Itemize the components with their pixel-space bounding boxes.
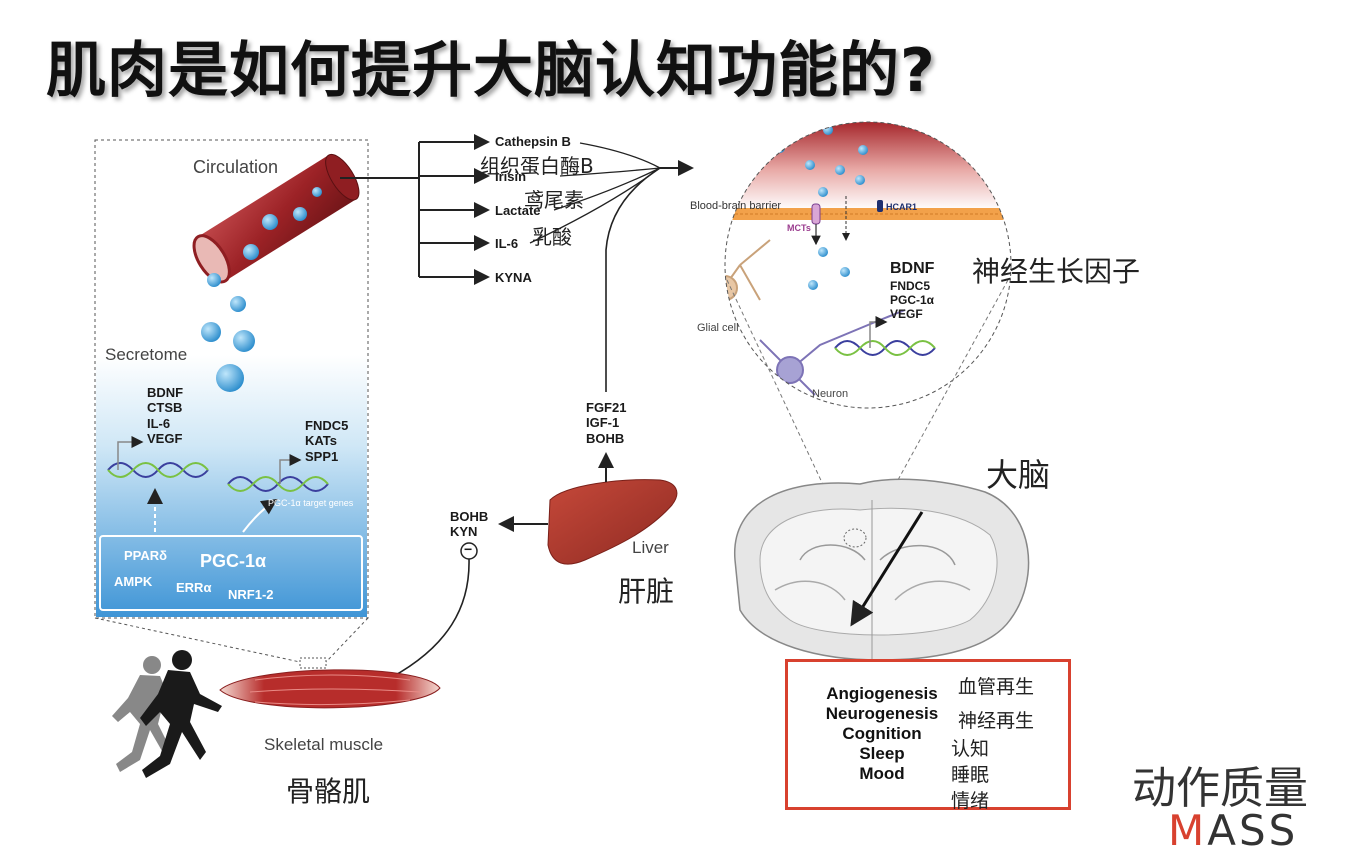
ampk-label: AMPK (114, 574, 153, 589)
gene-label: VEGF (147, 430, 183, 446)
gene-label: KATs (305, 433, 338, 449)
nrf-label: NRF1-2 (228, 587, 274, 602)
skeletal-muscle-cn: 骨骼肌 (286, 775, 371, 808)
outcome-cn-0: 血管再生 (958, 676, 1035, 698)
factor-irisin: Irisin (495, 169, 527, 184)
neurotrophic-factor-label: PGC-1α (890, 293, 935, 308)
regulation-arrow-solid (242, 498, 278, 533)
outcome-en: Cognition (842, 724, 922, 744)
bbb-label: Blood-brain barrier (690, 200, 782, 212)
factor-kyna: KYNA (495, 270, 532, 285)
liver-factor-label: IGF-1 (586, 415, 620, 431)
skeletal-muscle-illustration (219, 669, 441, 709)
outcome-cn-3: 睡眠 (951, 764, 990, 786)
factor-irisin-cn: 鸢尾素 (524, 188, 584, 212)
runners-icon (112, 650, 222, 778)
factor-il6: IL-6 (495, 236, 519, 251)
gene-label: CTSB (147, 400, 183, 416)
dna-helix-right (227, 454, 329, 492)
mass-logo: MASS (1168, 806, 1298, 855)
outcome-en: Neurogenesis (825, 704, 939, 724)
dna-helix-left (107, 436, 209, 478)
gene-label: FNDC5 (305, 418, 349, 433)
outcome-en: Mood (859, 764, 905, 784)
secretome-panel (94, 139, 369, 669)
outcomes-en-list: Angiogenesis Neurogenesis Cognition Slee… (812, 684, 952, 784)
logo-m: M (1168, 806, 1208, 855)
liver-factor-label: KYN (450, 524, 478, 540)
outcome-cn-2: 认知 (951, 738, 990, 760)
outcome-en: Sleep (859, 744, 905, 764)
factor-arrows (340, 134, 490, 285)
blood-vessel (192, 153, 360, 284)
logo-rest: ASS (1207, 806, 1299, 855)
liver-label-cn: 肝脏 (618, 575, 675, 608)
liver-factor-label: BOHB (586, 430, 625, 446)
secretome-label: Secretome (105, 345, 188, 364)
liver-left-factors: BOHB KYN (450, 509, 488, 540)
ppar-label: PPARδ (124, 548, 168, 563)
outcome-cn-4: 情绪 (951, 790, 990, 812)
liver-up-factors: FGF21 IGF-1 BOHB (586, 400, 626, 446)
hcar-label: HCAR1 (886, 202, 918, 212)
converging-lines (529, 142, 694, 392)
factor-cathepsin: Cathepsin B (495, 134, 571, 149)
err-label: ERRα (176, 580, 212, 595)
liver-factor-label: FGF21 (586, 400, 627, 415)
brain-illustration (734, 478, 1030, 661)
factor-cathepsin-cn: 组织蛋白酶B (480, 154, 594, 178)
outcome-cn-1: 神经再生 (958, 710, 1035, 732)
brain-label-cn: 大脑 (986, 456, 1051, 494)
gene-label: SPP1 (305, 448, 339, 464)
skeletal-muscle-label: Skeletal muscle (264, 735, 384, 754)
gene-label: BDNF (147, 385, 184, 400)
factor-lactate-cn: 乳酸 (532, 225, 572, 249)
target-genes-caption: PGC-1α target genes (268, 498, 354, 508)
mcts-label: MCTs (787, 223, 811, 233)
gene-label: IL-6 (147, 415, 171, 431)
liver-factor-label: BOHB (450, 509, 489, 524)
outcomes-box: Angiogenesis Neurogenesis Cognition Slee… (785, 659, 1071, 812)
regulators-box (99, 535, 363, 611)
inhibition-symbol: − (464, 541, 473, 557)
outcome-en: Angiogenesis (826, 684, 938, 703)
circulation-label: Circulation (193, 157, 279, 177)
neurotrophic-cn-label: 神经生长因子 (972, 255, 1141, 288)
brand-cn: 动作质量 (1132, 763, 1308, 814)
pgc-label: PGC-1α (200, 551, 267, 571)
glial-cell-label: Glial cell (697, 322, 739, 334)
brain-zoom-circle (724, 121, 1012, 539)
neurotrophic-factor-label: BDNF (890, 260, 935, 277)
secretome-genes-left: BDNF CTSB IL-6 VEGF (147, 385, 183, 446)
neurotrophic-factor-label: FNDC5 (890, 278, 931, 293)
liver-label: Liver (632, 538, 669, 557)
neurotrophic-factors: BDNF FNDC5 PGC-1α VEGF (890, 260, 934, 321)
factor-lactate: Lactate (495, 203, 541, 218)
neurotrophic-factor-label: VEGF (890, 307, 923, 322)
neuron-label: Neuron (812, 388, 849, 400)
secretome-genes-right: FNDC5 KATs SPP1 (305, 418, 348, 464)
page-title: 肌肉是如何提升大脑认知功能的? (46, 36, 936, 106)
secretome-particles (201, 273, 255, 392)
